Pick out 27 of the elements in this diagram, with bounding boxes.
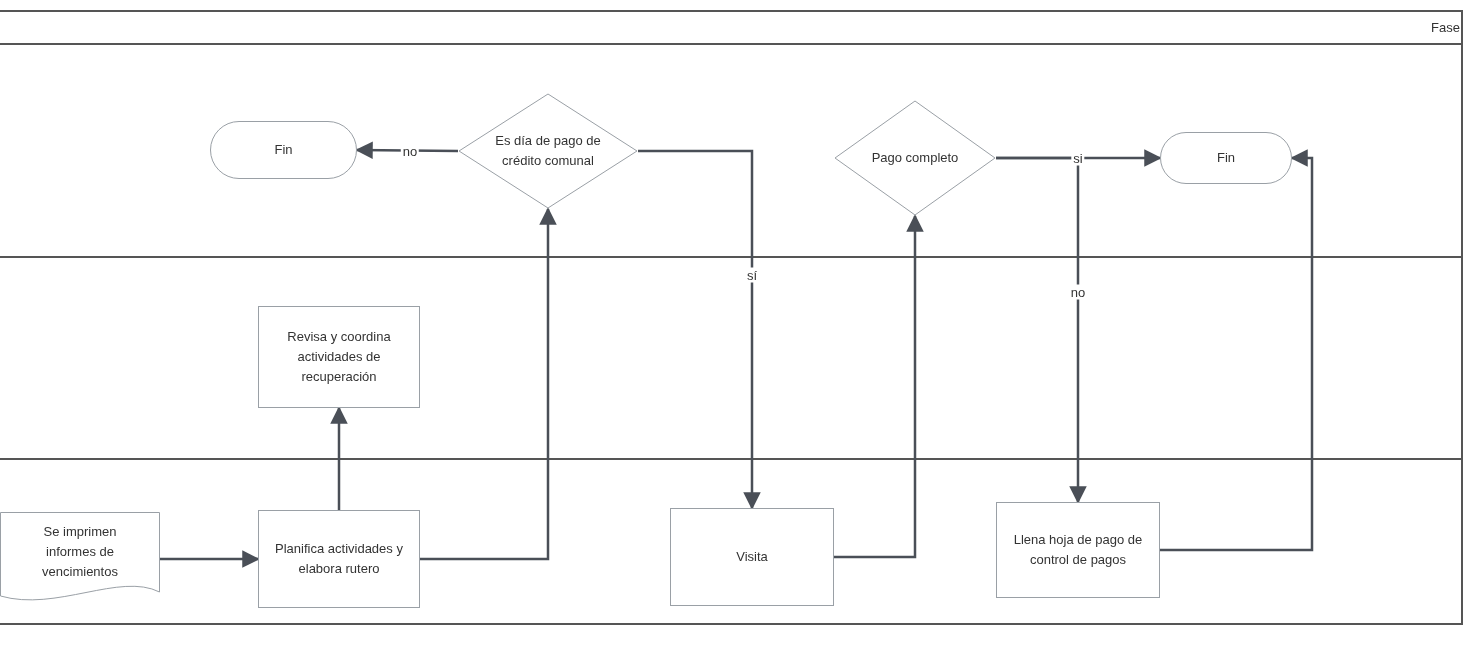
process-box xyxy=(670,508,834,606)
node-text: Revisa y coordina actividades de recuperación xyxy=(286,328,392,386)
node-text: Fin xyxy=(274,141,293,159)
process-box xyxy=(996,502,1160,598)
edge-label: no xyxy=(1068,284,1088,300)
node-text: Se imprimen informes de vencimientos xyxy=(41,523,119,581)
phase-header: Fase xyxy=(1431,19,1460,37)
decision-diamond xyxy=(458,93,638,209)
arrow xyxy=(330,406,348,510)
terminator xyxy=(1160,132,1292,184)
node-text: Pago completo xyxy=(871,149,959,167)
node-text: Llena hoja de pago de control de pagos xyxy=(1012,531,1144,569)
arrow xyxy=(834,214,924,559)
decision-diamond xyxy=(834,100,996,216)
node-text: Visita xyxy=(736,548,768,566)
node-text: Planifica actividades y elabora rutero xyxy=(274,540,404,578)
process-box xyxy=(258,306,420,408)
node-text: Es día de pago de crédito comunal xyxy=(494,132,602,170)
arrow xyxy=(638,149,761,510)
node-text: Fin xyxy=(1216,149,1236,167)
edge-label: sí xyxy=(744,267,760,283)
arrow xyxy=(1160,149,1314,552)
arrow xyxy=(420,207,557,561)
process-box xyxy=(258,510,420,608)
arrow xyxy=(160,550,260,568)
arrow xyxy=(355,141,458,159)
arrow xyxy=(996,156,1087,504)
